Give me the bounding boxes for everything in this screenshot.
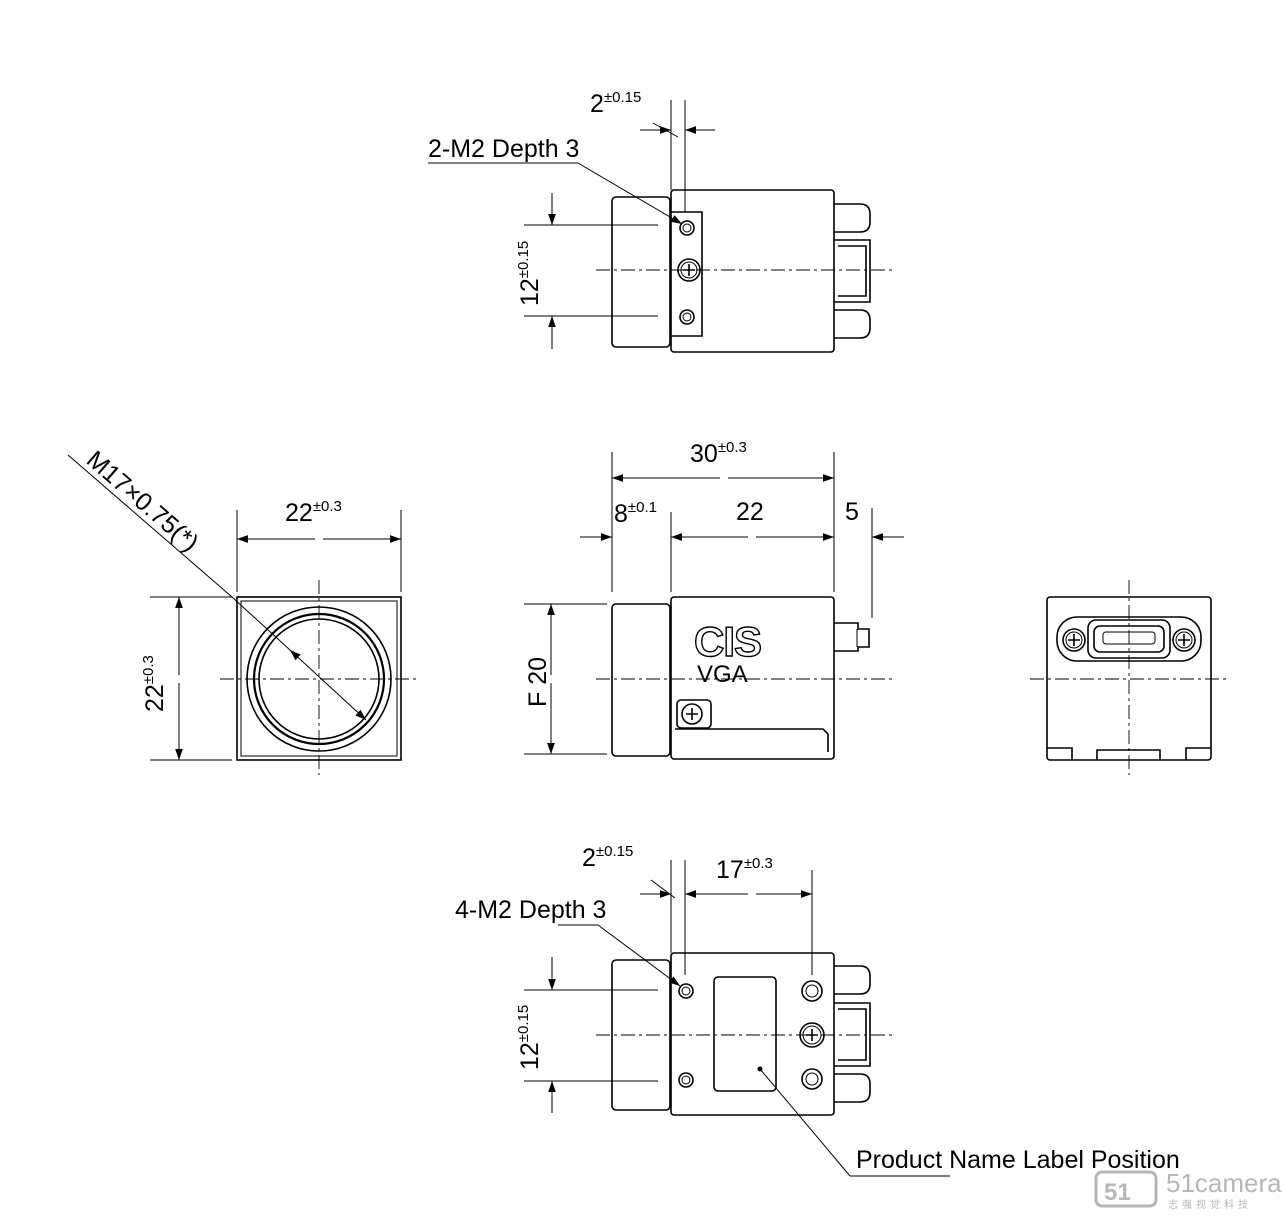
svg-text:22±0.3: 22±0.3 <box>285 498 342 527</box>
top-gap-dim: 2 <box>590 90 604 118</box>
brand-logo: CIS <box>694 618 761 665</box>
svg-text:17±0.3: 17±0.3 <box>716 855 773 884</box>
side-flange-dim: 8 <box>614 500 628 528</box>
bottom-hole-2 <box>678 1072 694 1088</box>
top-connector-lower <box>834 309 871 339</box>
svg-text:12±0.15: 12±0.15 <box>515 241 544 306</box>
product-label-area <box>713 976 777 1092</box>
bottom-pitch-tol: ±0.15 <box>515 1005 532 1042</box>
watermark: 51 51camera 志强视觉科技 <box>1094 1168 1282 1211</box>
bottom-gap-tol: ±0.15 <box>596 843 633 860</box>
svg-text:22±0.3: 22±0.3 <box>140 655 169 712</box>
top-hole-upper <box>679 220 695 236</box>
bottom-hole-1 <box>678 983 694 999</box>
bottom-view: 2±0.15 17±0.3 4-M2 Depth 3 12±0.15 Produ… <box>455 843 1180 1177</box>
watermark-subtext: 志强视觉科技 <box>1168 1198 1252 1211</box>
bottom-spacing-tol: ±0.3 <box>744 855 773 872</box>
front-width-tol: ±0.3 <box>313 498 342 515</box>
focal-label: F 20 <box>524 657 552 707</box>
side-view: CIS VGA 30±0.3 8±0.1 22 5 F 20 <box>524 439 904 760</box>
bottom-gap-dim: 2 <box>582 844 596 872</box>
side-camera-body <box>670 596 835 760</box>
top-hole-label: 2-M2 Depth 3 <box>428 135 579 163</box>
lens-thread-outer <box>246 606 392 752</box>
side-body-dim: 22 <box>736 498 764 526</box>
svg-text:51: 51 <box>1104 1179 1131 1206</box>
top-connector-upper <box>834 203 871 233</box>
top-camera-body <box>670 189 835 353</box>
svg-text:30±0.3: 30±0.3 <box>690 439 747 468</box>
side-connector <box>834 622 870 652</box>
top-gap-tol: ±0.15 <box>604 89 641 106</box>
bottom-pitch-dim: 12 <box>516 1042 544 1070</box>
svg-text:12±0.15: 12±0.15 <box>515 1005 544 1070</box>
top-hole-lower <box>679 309 695 325</box>
side-screw <box>681 703 703 725</box>
svg-text:2±0.15: 2±0.15 <box>590 89 641 118</box>
top-view: 2±0.15 2-M2 Depth 3 12±0.15 <box>428 89 892 353</box>
front-width-dim: 22 <box>285 499 313 527</box>
watermark-text: 51camera <box>1166 1168 1282 1198</box>
svg-text:8±0.1: 8±0.1 <box>614 499 657 528</box>
model-text: VGA <box>697 661 748 688</box>
label-position-note: Product Name Label Position <box>856 1146 1180 1174</box>
thread-label: M17×0.75(*) <box>81 445 204 557</box>
side-lens-barrel <box>611 603 671 757</box>
bottom-hole-3 <box>801 980 823 1002</box>
bottom-connector-lower <box>834 1073 871 1103</box>
bottom-connector-main <box>834 1002 871 1067</box>
side-flange-tol: ±0.1 <box>628 499 657 516</box>
bottom-hole-label: 4-M2 Depth 3 <box>455 896 606 924</box>
svg-text:2±0.15: 2±0.15 <box>582 843 633 872</box>
bottom-lens-barrel <box>611 959 671 1111</box>
top-connector-main <box>834 239 871 303</box>
bottom-camera-body <box>670 952 835 1116</box>
bottom-spacing-dim: 17 <box>716 856 744 884</box>
top-pitch-dim: 12 <box>516 278 544 306</box>
rear-view <box>1030 580 1228 775</box>
rear-screw-right <box>1172 628 1196 652</box>
rear-screw-left <box>1062 628 1086 652</box>
side-total-dim: 30 <box>690 440 718 468</box>
bottom-hole-4 <box>801 1068 823 1090</box>
top-mount-plate <box>671 211 703 337</box>
top-pitch-tol: ±0.15 <box>515 241 532 278</box>
side-connector-dim: 5 <box>845 498 859 526</box>
front-view: M17×0.75(*) 22±0.3 22±0.3 <box>67 445 418 775</box>
side-total-tol: ±0.3 <box>718 439 747 456</box>
front-height-dim: 22 <box>141 684 169 712</box>
watermark-logo-box <box>1094 1170 1158 1208</box>
bottom-connector-upper <box>834 965 871 995</box>
top-lens-barrel <box>611 196 671 348</box>
front-height-tol: ±0.3 <box>140 655 157 684</box>
